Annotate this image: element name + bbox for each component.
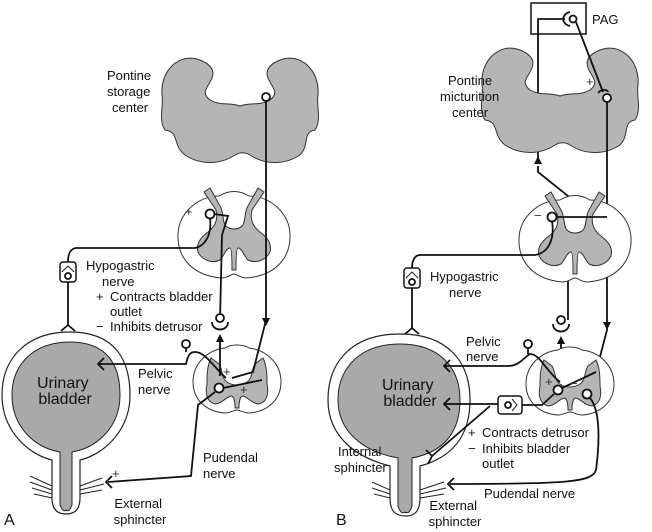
pontine-storage-label: Pontine storage center bbox=[107, 68, 155, 115]
afferent-synapse-a bbox=[211, 321, 229, 331]
hypogastric-nerve-b bbox=[411, 220, 554, 269]
svg-text:+: + bbox=[223, 364, 231, 379]
hypogastric-terminal-b bbox=[404, 326, 420, 335]
pelvic-preganglionic-neuron-b bbox=[552, 384, 564, 396]
descending-pontine-fiber-a bbox=[231, 101, 267, 379]
arrow-up-icon bbox=[216, 334, 224, 342]
hypogastric-preganglionic-neuron-a bbox=[204, 208, 216, 220]
pudendal-nerve-b bbox=[449, 397, 600, 485]
svg-text:+: + bbox=[240, 382, 248, 397]
pelvic-nerve-a bbox=[98, 351, 196, 365]
internal-sphincter-fiber bbox=[431, 405, 491, 457]
pelvic-effect-inhibits-outlet: − Inhibits bladder outlet bbox=[468, 441, 574, 471]
pelvic-nerve-b bbox=[444, 353, 561, 383]
svg-text:+: + bbox=[185, 204, 193, 219]
external-sphincter-b bbox=[371, 481, 447, 499]
pudendal-motor-neuron-a bbox=[213, 382, 225, 394]
arrow-down-icon bbox=[262, 318, 270, 326]
hypogastric-effect-contracts-outlet: + Contracts bladder outlet bbox=[96, 289, 216, 319]
hypogastric-effect-inhibits-detrusor: − Inhibits detrusor bbox=[96, 319, 203, 334]
thoracolumbar-cord-section-a bbox=[177, 187, 291, 279]
svg-text:−: − bbox=[534, 208, 542, 223]
panel-label-b: B bbox=[336, 512, 347, 529]
pudendal-label-a: Pudendal nerve bbox=[203, 450, 262, 481]
panel-a: Pontine storage center + Hypogastr bbox=[1, 57, 320, 529]
panel-label-a: A bbox=[4, 512, 15, 529]
hypogastric-nerve-a bbox=[67, 217, 212, 263]
panel-b: PAG Pontine micturition center + − bbox=[327, 2, 640, 529]
svg-text:+: + bbox=[545, 374, 553, 389]
arrow-up-icon bbox=[534, 156, 542, 164]
pelvic-label-b: Pelvic nerve bbox=[466, 334, 504, 364]
hypogastric-label-b: Hypogastric nerve bbox=[430, 269, 502, 300]
external-sphincter-label-a: External sphincter bbox=[114, 496, 167, 527]
pelvic-ganglion-a bbox=[181, 339, 191, 349]
pontine-micturition-center bbox=[480, 47, 640, 154]
afferent-synapse-b bbox=[552, 323, 570, 333]
hypogastric-terminal-a bbox=[60, 323, 76, 332]
svg-text:−: − bbox=[570, 376, 578, 391]
arrow-down-icon bbox=[603, 322, 611, 330]
pudendal-motor-neuron-b bbox=[581, 388, 593, 400]
svg-text:+: + bbox=[112, 466, 120, 481]
urinary-bladder-b bbox=[327, 333, 471, 517]
pontine-micturition-label: Pontine micturition center bbox=[440, 73, 503, 120]
hypogastric-label-a: Hypogastric nerve bbox=[86, 258, 158, 289]
bladder-label-b: Urinary bladder bbox=[382, 377, 438, 410]
internal-sphincter-label: Internal sphincter bbox=[334, 444, 387, 475]
pudendal-label-b: Pudendal nerve bbox=[484, 486, 575, 501]
pelvic-label-a: Pelvic nerve bbox=[138, 366, 176, 397]
hypogastric-preganglionic-neuron-b bbox=[546, 211, 558, 223]
pmc-neuron bbox=[602, 93, 612, 103]
pontine-storage-center bbox=[160, 57, 320, 164]
thoracolumbar-cord-section-b bbox=[518, 191, 632, 283]
bladder-label-a: Urinary bladder bbox=[37, 375, 93, 408]
pag-neuron bbox=[568, 14, 578, 24]
sacral-cord-section-a bbox=[192, 344, 282, 414]
urinary-bladder-a bbox=[1, 331, 131, 515]
ascending-fiber-a bbox=[213, 213, 230, 321]
pag-label: PAG bbox=[592, 12, 619, 27]
arrow-up-icon bbox=[557, 336, 565, 344]
pontine-neuron-a bbox=[261, 92, 271, 102]
pelvic-effect-contracts-detrusor: + Contracts detrusor bbox=[468, 425, 590, 440]
svg-text:+: + bbox=[586, 74, 594, 89]
pudendal-nerve-a bbox=[107, 391, 216, 483]
external-sphincter-label-b: External sphincter bbox=[429, 498, 482, 529]
external-sphincter-a bbox=[29, 475, 105, 499]
